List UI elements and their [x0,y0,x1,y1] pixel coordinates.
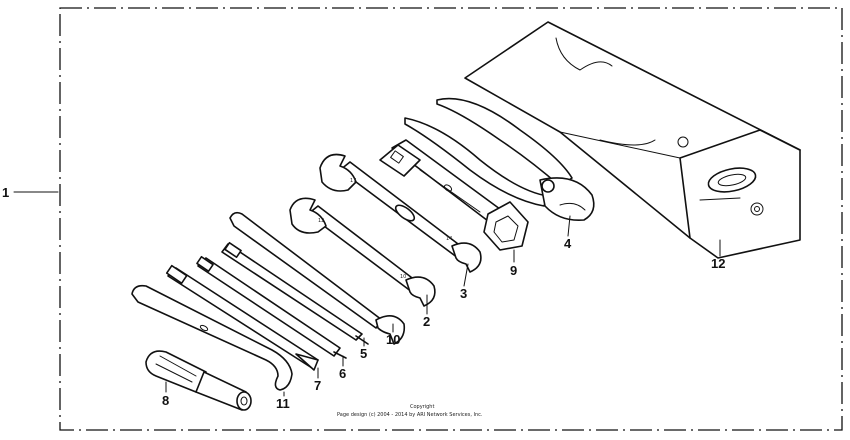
screwdriver-6[interactable] [196,255,347,359]
screwdriver-handle[interactable] [145,350,252,411]
svg-text:17: 17 [350,178,356,184]
callout-2: 2 [423,314,430,329]
callout-3: 3 [460,286,467,301]
open-end-wrench-3[interactable]: 17 14 [319,153,482,273]
svg-text:10: 10 [400,274,406,280]
callout-10: 10 [386,332,400,347]
open-end-wrench-10[interactable] [229,211,406,345]
leader-lines [13,191,721,397]
box-wrench[interactable] [379,139,529,251]
copyright-text: Page design (c) 2004 - 2014 by ARI Netwo… [337,412,483,418]
pliers[interactable] [404,97,595,222]
callout-12: 12 [711,256,725,271]
callout-6: 6 [339,366,346,381]
callout-7: 7 [314,378,321,393]
callout-8: 8 [162,393,169,408]
screwdriver-7[interactable] [165,264,319,371]
callout-11: 11 [276,396,290,411]
pin-spanner[interactable] [131,284,293,391]
callout-5: 5 [360,346,367,361]
diagram-border [59,7,843,431]
callout-1: 1 [2,185,9,200]
svg-text:12: 12 [318,218,324,224]
tool-bag[interactable] [464,21,801,259]
callout-4: 4 [564,236,572,251]
callout-9: 9 [510,263,517,278]
copyright-title: Copyright [410,404,434,410]
svg-text:14: 14 [446,236,452,242]
screwdriver-5[interactable] [221,241,369,345]
open-end-wrench-2[interactable]: 12 10 [289,197,436,307]
